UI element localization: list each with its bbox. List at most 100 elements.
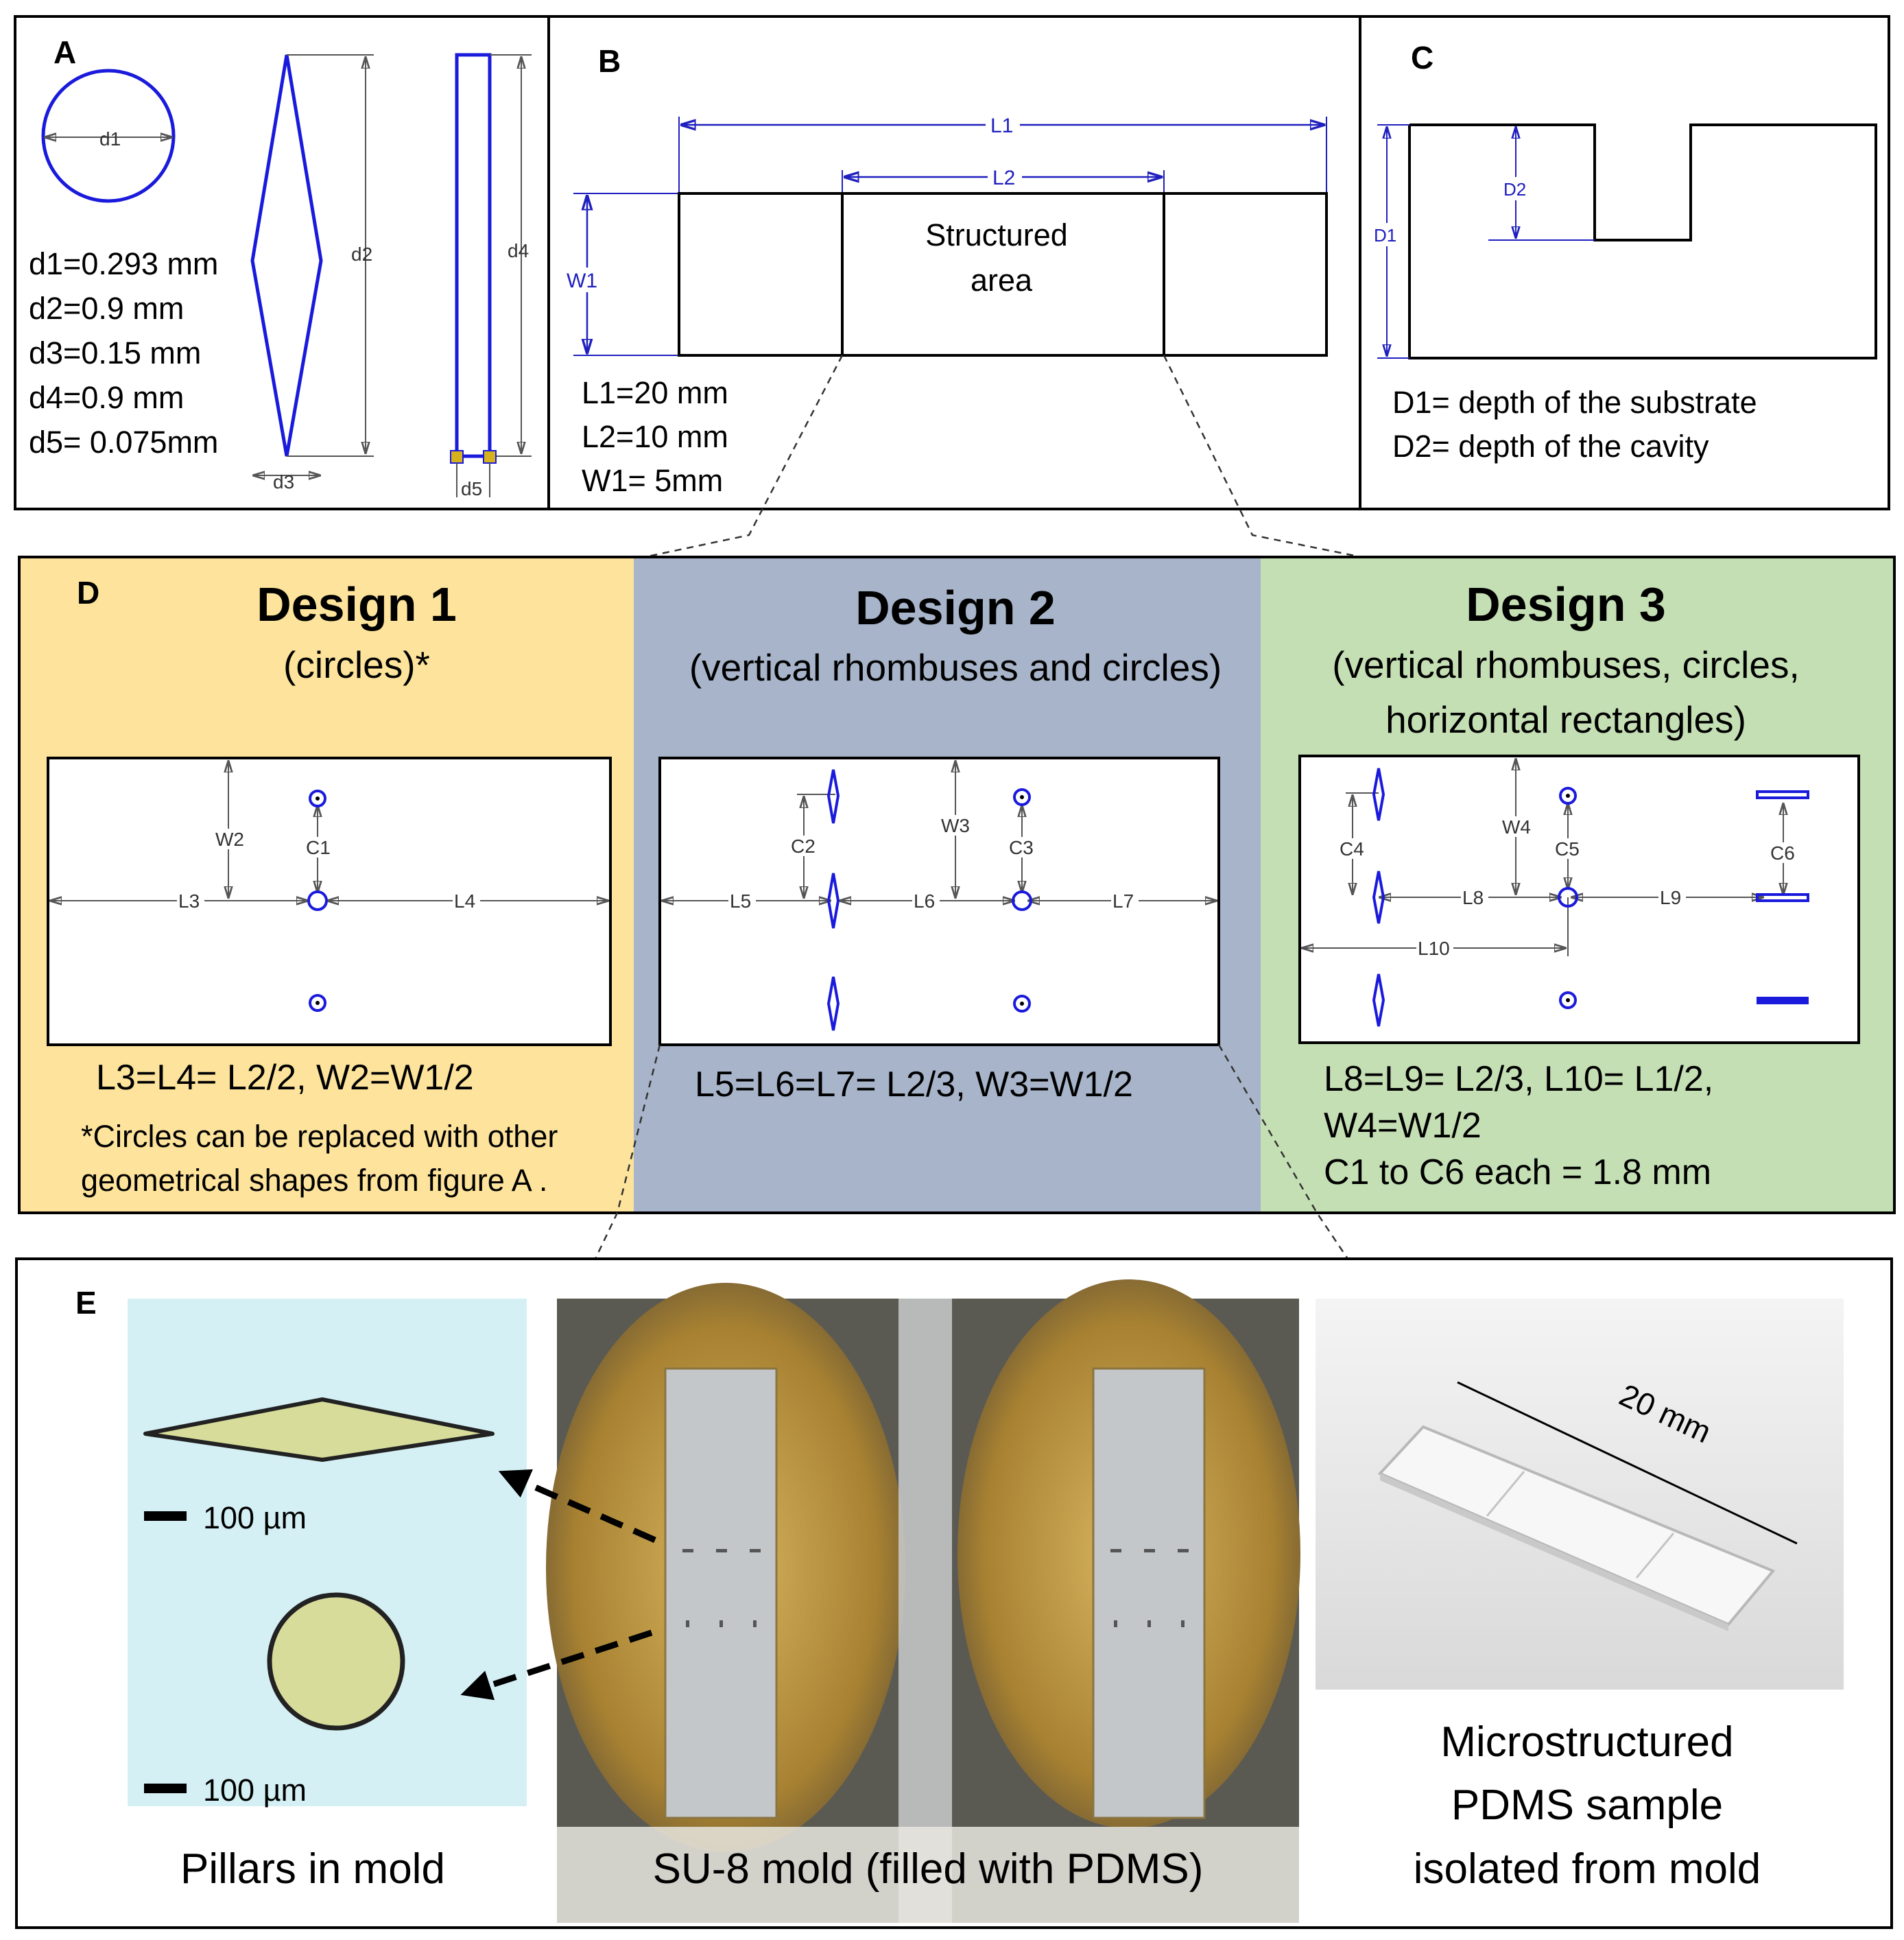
design-3-l10-label-bg bbox=[1416, 938, 1453, 958]
d5-marker-right bbox=[483, 450, 497, 464]
panel-a-letter: A bbox=[53, 34, 76, 70]
arrow-to-rhombus-pillar bbox=[498, 1469, 656, 1543]
design-3-circle-pillar-bottom bbox=[1559, 991, 1577, 1009]
design-3-formula-line3: C1 to C6 each = 1.8 mm bbox=[1324, 1152, 1711, 1192]
design-2-l6-label-bg bbox=[912, 890, 940, 911]
design-1-subtitle: (circles)* bbox=[283, 643, 430, 686]
design-2-circle-pillar-middle bbox=[1012, 890, 1032, 911]
panel-c-value-2: D2= depth of the cavity bbox=[1392, 429, 1709, 464]
design-1-c1-label: C1 bbox=[306, 837, 331, 858]
pdms-length-line bbox=[1457, 1381, 1798, 1545]
design-3-l10-label: L10 bbox=[1418, 938, 1450, 959]
mold-caption-band bbox=[557, 1827, 1299, 1923]
arrow-to-circle-pillar bbox=[460, 1629, 653, 1701]
design-3-circle-pillar-middle bbox=[1558, 887, 1578, 908]
panel-d: D Design 1 (circles)* L3 L4 W2 C1 L3=L4=… bbox=[18, 556, 1896, 1214]
design-2-l6-label: L6 bbox=[914, 890, 935, 912]
design-3-rectangle-pillar-bottom bbox=[1757, 997, 1809, 1004]
design-1-circle-pillar-middle bbox=[307, 890, 328, 911]
design-2-l5-label-bg bbox=[728, 890, 756, 911]
design-3-c6-label-bg bbox=[1769, 842, 1798, 863]
pdms-sample-photo: 20 mm bbox=[1316, 1299, 1844, 1690]
caption-pdms-line3: isolated from mold bbox=[1414, 1845, 1761, 1893]
pillars-micrograph: 100 µm 100 µm bbox=[128, 1299, 527, 1808]
d2-dim-label: d2 bbox=[351, 244, 372, 265]
panel-c-letter: C bbox=[1411, 40, 1433, 75]
mold-left-pillar-marks bbox=[682, 1549, 761, 1627]
panel-c-frame bbox=[1359, 15, 1890, 510]
design-3-title: Design 3 bbox=[1466, 578, 1666, 631]
design-3-circle-bottom-center bbox=[1566, 998, 1570, 1002]
design-2-c2-label: C2 bbox=[791, 836, 816, 857]
caption-su8-mold: SU-8 mold (filled with PDMS) bbox=[653, 1845, 1204, 1893]
scale-bar-label-top: 100 µm bbox=[203, 1500, 307, 1535]
mold-right-pillar-marks bbox=[1110, 1549, 1189, 1627]
scale-bar-bottom bbox=[144, 1784, 187, 1793]
design-2-circle-bottom-center bbox=[1020, 1002, 1024, 1006]
design-3-rectangle-pillar-top bbox=[1756, 790, 1809, 799]
design-2-c2-label-bg bbox=[789, 836, 818, 856]
panel-a: A d1 d2 d3 d4 d5 d1=0.293 mm d2=0.9 mm d… bbox=[14, 15, 550, 510]
design-1-note-line2: geometrical shapes from figure A . bbox=[81, 1163, 547, 1198]
panel-b-value-1: L1=20 mm bbox=[582, 375, 728, 410]
scale-bar-top bbox=[144, 1511, 187, 1521]
rhombus-pillar-drawing bbox=[250, 54, 323, 457]
panel-a-value-4: d4=0.9 mm bbox=[29, 380, 184, 415]
design-2-circle-top-center bbox=[1020, 795, 1024, 799]
design-3-rectangle-pillar-middle bbox=[1756, 893, 1809, 902]
design-1-l4-label-bg bbox=[453, 890, 480, 911]
design-3-circle-pillar-top bbox=[1559, 787, 1577, 805]
design-3-l9-label-bg bbox=[1658, 887, 1686, 908]
design-2-rhombus-pillar-bottom bbox=[826, 976, 840, 1031]
caption-pdms-line2: PDMS sample bbox=[1451, 1782, 1723, 1829]
d2-depth-label-bg bbox=[1501, 177, 1532, 200]
design-2: Design 2 (vertical rhombuses and circles… bbox=[658, 581, 1222, 1104]
mold-center-strip bbox=[899, 1299, 952, 1923]
design-1-circle-pillar-bottom bbox=[309, 994, 326, 1012]
design-3-formula-line2: W4=W1/2 bbox=[1324, 1106, 1481, 1146]
panel-a-value-3: d3=0.15 mm bbox=[29, 335, 201, 370]
design-2-l7-label: L7 bbox=[1112, 890, 1134, 912]
panel-b-letter: B bbox=[598, 43, 621, 79]
design-2-c3-label-bg bbox=[1008, 837, 1036, 857]
design-3-c6-label: C6 bbox=[1770, 842, 1795, 864]
pdms-structured-area-left bbox=[1486, 1471, 1525, 1517]
structured-area-label-line1: Structured bbox=[925, 217, 1068, 252]
design-1-note-line1: *Circles can be replaced with other bbox=[81, 1119, 558, 1154]
design-3-c4-label-bg bbox=[1338, 838, 1367, 859]
design-2-circle-pillar-bottom bbox=[1013, 995, 1031, 1013]
design-1-l4-label: L4 bbox=[454, 890, 475, 912]
panel-b-value-2: L2=10 mm bbox=[582, 419, 728, 454]
design-2-rhombus-pillar-top bbox=[826, 769, 840, 824]
design-1: Design 1 (circles)* L3 L4 W2 C1 L3=L4= L… bbox=[47, 578, 612, 1198]
caption-pdms-line1: Microstructured bbox=[1440, 1718, 1733, 1766]
design-3-l8-label-bg bbox=[1461, 887, 1488, 908]
d5-marker-left bbox=[450, 450, 464, 464]
panel-c: C D1 D2 D1= depth of the substrate D2= d… bbox=[1359, 15, 1890, 510]
design-3-rhombus-pillar-bottom bbox=[1372, 973, 1385, 1027]
d3-dim-label: d3 bbox=[273, 471, 294, 493]
l2-label-bg bbox=[988, 165, 1022, 189]
zoom-lines-d-to-e bbox=[594, 1044, 1349, 1259]
d5-dim-label: d5 bbox=[461, 478, 482, 499]
micrograph-rhombus-pillar bbox=[143, 1397, 495, 1462]
design-3-subtitle-line2: horizontal rectangles) bbox=[1385, 698, 1746, 741]
design-3-rhombus-pillar-top bbox=[1372, 768, 1385, 821]
d4-dim-label: d4 bbox=[508, 240, 529, 261]
panel-b-value-3: W1= 5mm bbox=[582, 463, 723, 498]
l1-label-bg bbox=[986, 113, 1020, 137]
panel-b: B L1 L2 W1 Structured area L1=20 mm L2=1… bbox=[547, 15, 1361, 510]
design-2-w3-label: W3 bbox=[941, 815, 970, 836]
design-3-subtitle-line1: (vertical rhombuses, circles, bbox=[1332, 643, 1800, 686]
pdms-structured-area-right bbox=[1635, 1533, 1675, 1578]
d1-depth-label-bg bbox=[1374, 223, 1401, 246]
mold-left-substrate bbox=[664, 1367, 778, 1819]
design-3-c4-label: C4 bbox=[1340, 838, 1364, 860]
design-3-rhombus-pillar-middle bbox=[1372, 871, 1385, 924]
panel-d-letter: D bbox=[77, 575, 99, 611]
d2-depth-label: D2 bbox=[1503, 179, 1526, 200]
micrograph-background bbox=[128, 1299, 527, 1806]
pdms-sample-edge bbox=[1380, 1474, 1728, 1631]
design-1-l3-label: L3 bbox=[178, 890, 200, 912]
